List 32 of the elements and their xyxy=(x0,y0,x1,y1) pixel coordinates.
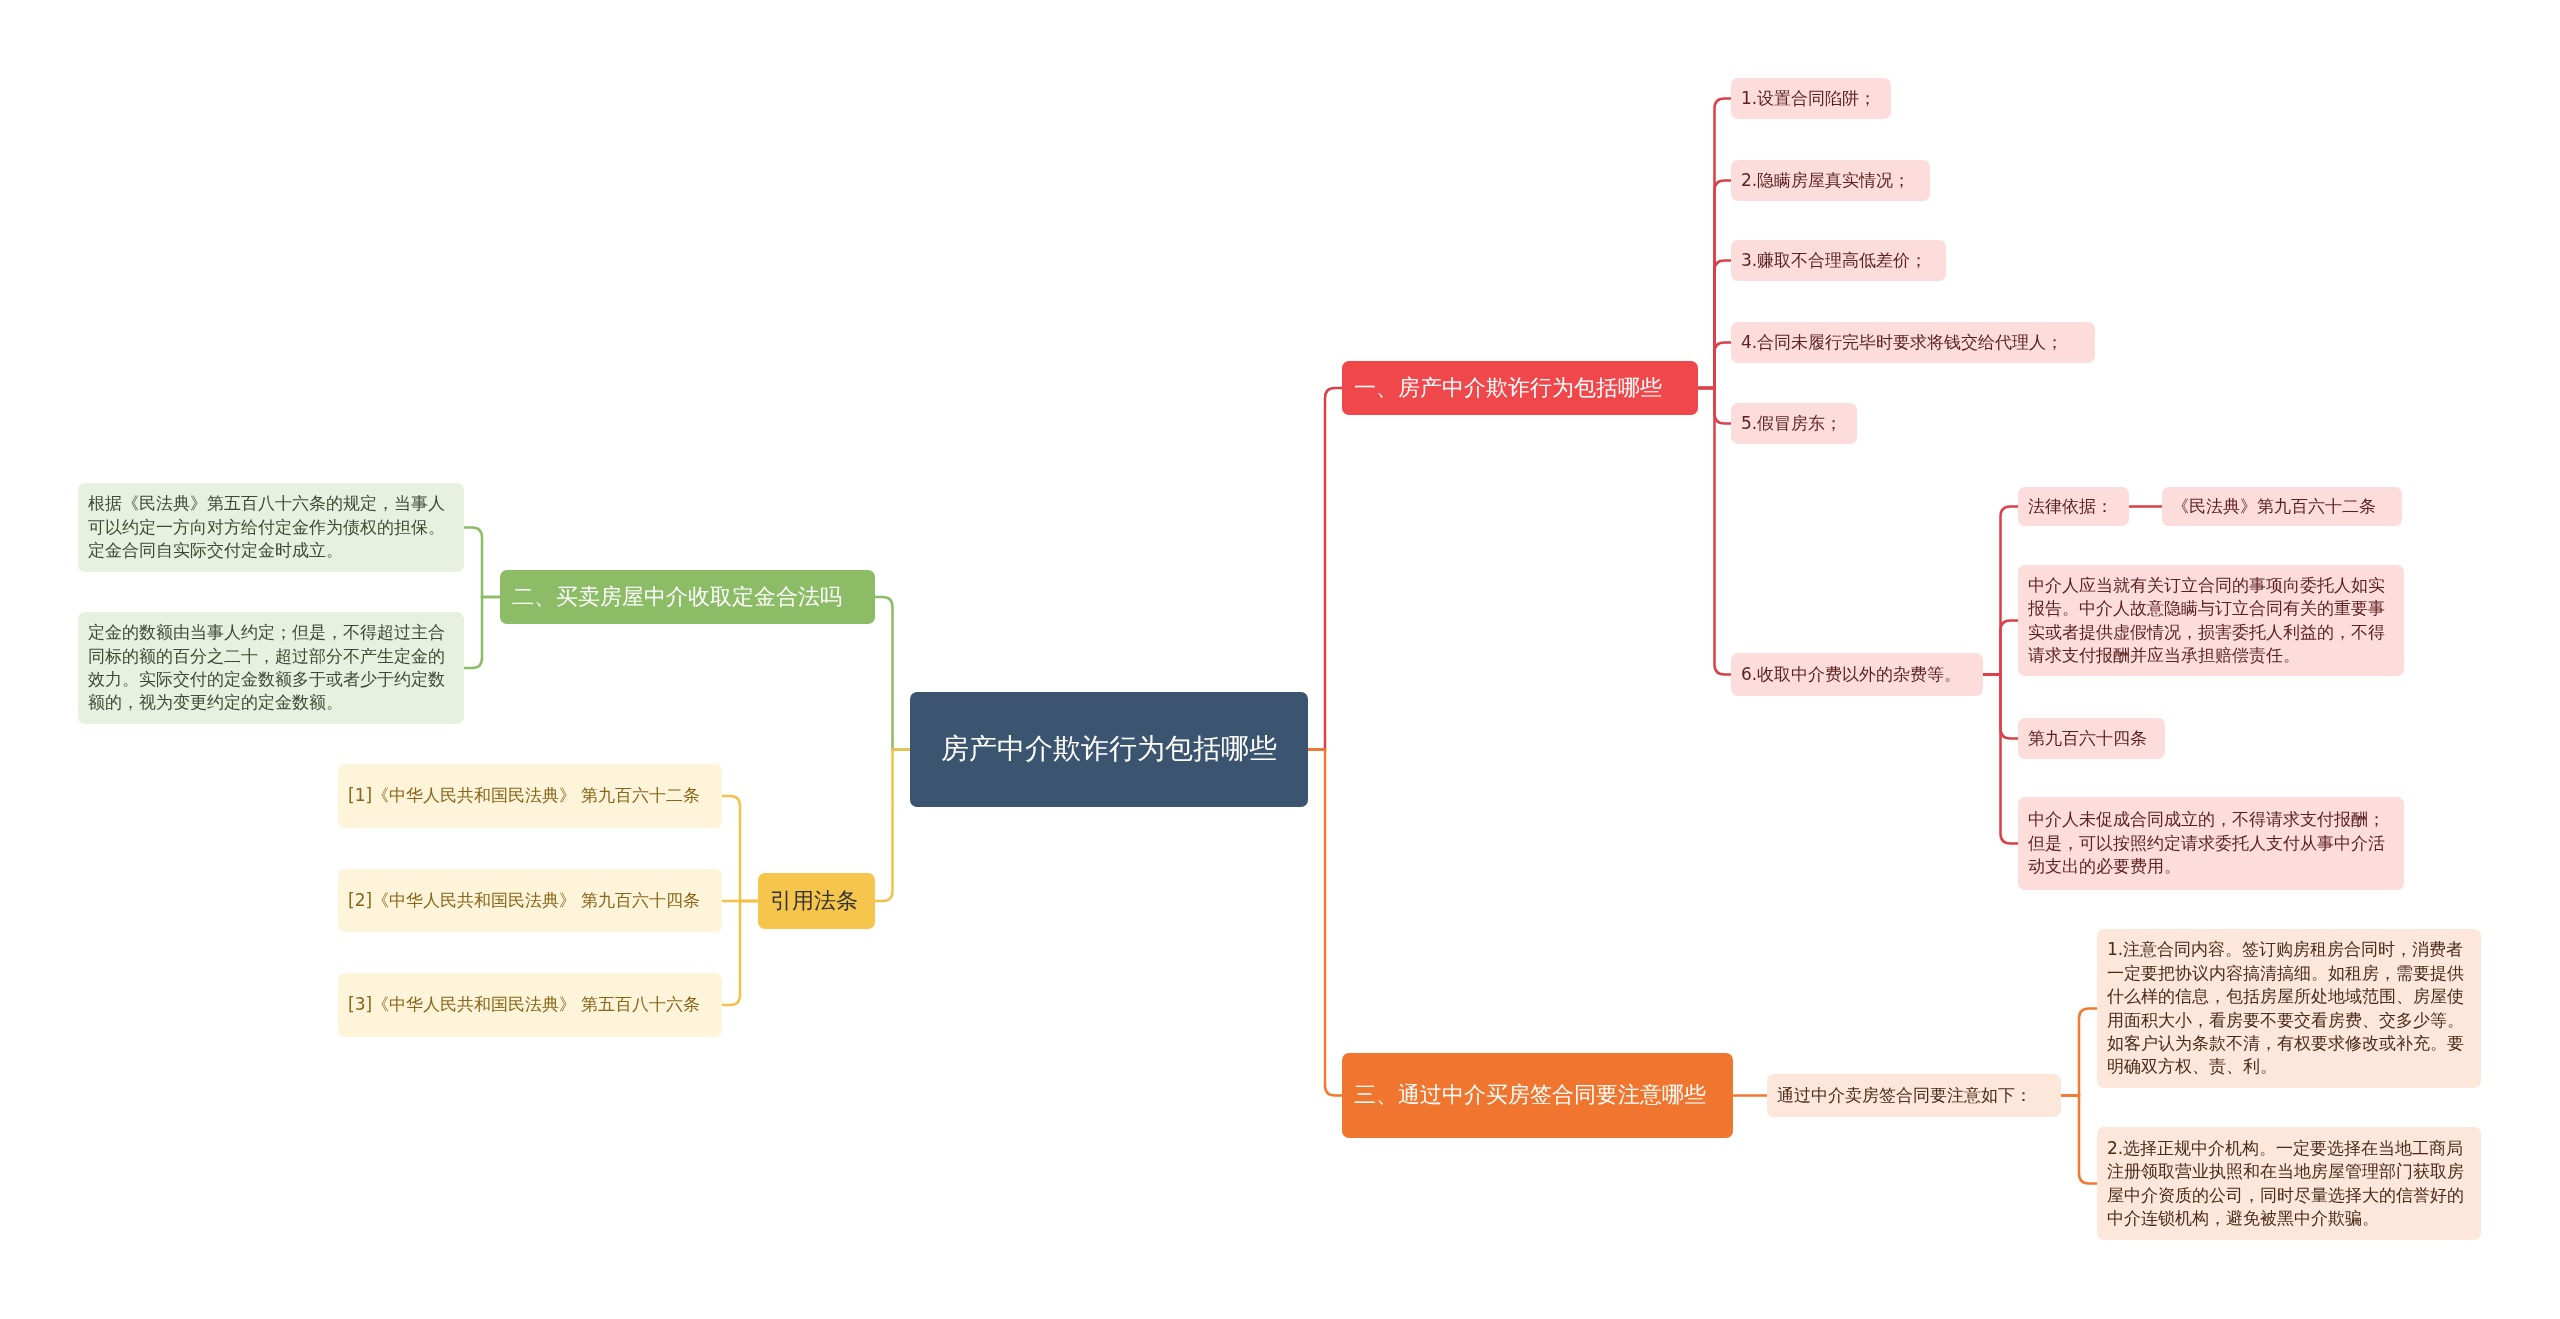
connector-line xyxy=(1698,386,1731,676)
topic-box: 引用法条 xyxy=(758,873,875,929)
subtopic-box: [1]《中华人民共和国民法典》 第九百六十二条 xyxy=(338,764,722,828)
connector-line xyxy=(464,595,500,670)
subtopic-box: 法律依据： xyxy=(2018,487,2129,526)
connector-line xyxy=(875,748,910,903)
central-topic: 房产中介欺诈行为包括哪些 xyxy=(910,692,1308,807)
subtopic-box: [3]《中华人民共和国民法典》 第五百八十六条 xyxy=(338,973,722,1037)
connector-line xyxy=(2061,1094,2097,1185)
subtopic-box: 4.合同未履行完毕时要求将钱交给代理人； xyxy=(1731,322,2095,363)
connector-line xyxy=(1983,673,2018,845)
subtopic-box: 定金的数额由当事人约定；但是，不得超过主合同标的额的百分之二十，超过部分不产生定金的效力。实际交付的定金数额多于或者少于约定数额的，视为变更约定的定金数额。 xyxy=(78,612,464,724)
connector-line xyxy=(2129,505,2162,508)
subtopic-box: 第九百六十四条 xyxy=(2018,718,2165,759)
subtopic-box: 中介人未促成合同成立的，不得请求支付报酬；但是，可以按照约定请求委托人支付从事中介活动支出的必要费用。 xyxy=(2018,797,2404,890)
subtopic-box: 6.收取中介费以外的杂费等。 xyxy=(1731,653,1983,696)
connector-line xyxy=(1733,1094,1767,1097)
topic-box: 一、房产中介欺诈行为包括哪些 xyxy=(1342,361,1698,415)
subtopic-box: [2]《中华人民共和国民法典》 第九百六十四条 xyxy=(338,869,722,932)
topic-box: 二、买卖房屋中介收取定金合法吗 xyxy=(500,570,875,624)
subtopic-box: 通过中介卖房签合同要注意如下： xyxy=(1767,1074,2061,1117)
topic-box: 三、通过中介买房签合同要注意哪些 xyxy=(1342,1053,1733,1138)
connector-line xyxy=(722,899,758,1007)
subtopic-box: 根据《民法典》第五百八十六条的规定，当事人可以约定一方向对方给付定金作为债权的担保。定金合同自实际交付定金时成立。 xyxy=(78,483,464,572)
subtopic-box: 3.赚取不合理高低差价； xyxy=(1731,240,1946,281)
subtopic-box: 2.隐瞒房屋真实情况； xyxy=(1731,160,1930,201)
subtopic-box: 1.设置合同陷阱； xyxy=(1731,78,1891,119)
subtopic-box: 《民法典》第九百六十二条 xyxy=(2162,487,2402,526)
subtopic-box: 5.假冒房东； xyxy=(1731,403,1857,444)
subtopic-box: 中介人应当就有关订立合同的事项向委托人如实报告。中介人故意隐瞒与订立合同有关的重要事实或者提供虚假情况，损害委托人利益的，不得请求支付报酬并应当承担赔偿责任。 xyxy=(2018,565,2404,676)
subtopic-box: 2.选择正规中介机构。一定要选择在当地工商局注册领取营业执照和在当地房屋管理部门获取房屋中介资质的公司，同时尽量选择大的信誉好的中介连锁机构，避免被黑中介欺骗。 xyxy=(2097,1127,2481,1240)
subtopic-box: 1.注意合同内容。签订购房租房合同时，消费者一定要把协议内容搞清搞细。如租房，需要提供什么样的信息，包括房屋所处地域范围、房屋使用面积大小，看房要不要交看房费、交多少等。如客户认为条款不清，有权要求修改或补充。要明确双方权、责、利。 xyxy=(2097,929,2481,1088)
